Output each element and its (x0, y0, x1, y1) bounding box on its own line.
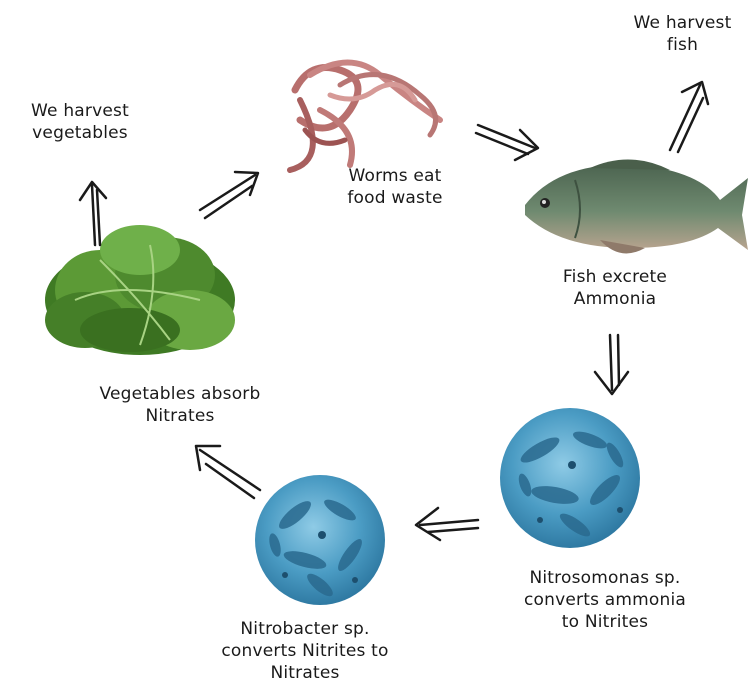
harvest-vegetables-label: We harvest vegetables (10, 100, 150, 144)
nitrosomonas-label: Nitrosomonas sp. converts ammonia to Nit… (510, 567, 700, 633)
harvest-fish-label: We harvest fish (615, 12, 750, 56)
arrow-harvest-vegetables-icon (80, 182, 106, 245)
nitrobacter-label: Nitrobacter sp. converts Nitrites to Nit… (200, 618, 410, 684)
arrow-fish-to-nitrosomonas-icon (595, 335, 628, 394)
arrow-nitrosomonas-to-nitrobacter-icon (416, 508, 478, 540)
nitrobacter-bacteria-image (255, 475, 385, 605)
arrow-harvest-fish-icon (670, 82, 708, 152)
fish-label: Fish excrete Ammonia (540, 266, 690, 310)
nitrosomonas-bacteria-image (500, 408, 640, 548)
vegetables-label: Vegetables absorb Nitrates (75, 383, 285, 427)
arrow-nitrobacter-to-vegetables-icon (196, 446, 260, 498)
worms-label: Worms eat food waste (320, 165, 470, 209)
worms-image (290, 63, 440, 171)
lettuce-image (45, 225, 235, 355)
arrow-worms-to-fish-icon (476, 125, 538, 160)
arrow-vegetables-to-worms-icon (200, 172, 258, 218)
fish-image (525, 159, 748, 253)
